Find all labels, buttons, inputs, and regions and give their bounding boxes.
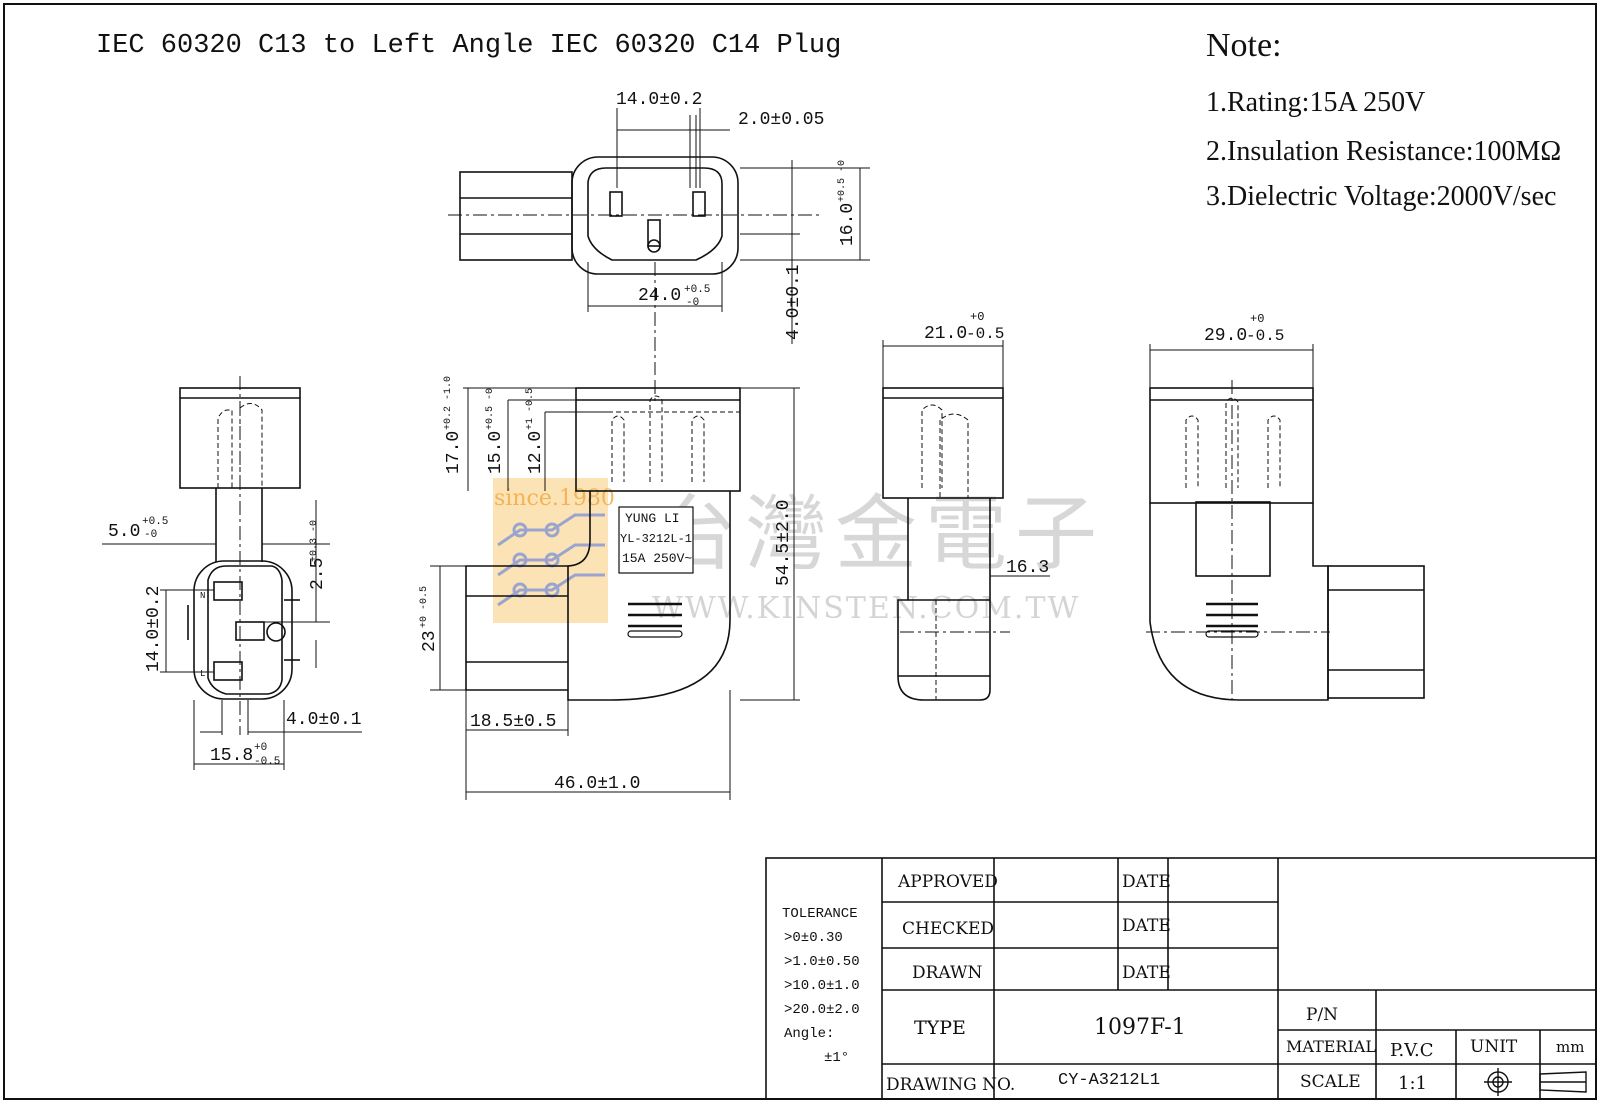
- dim-tol: +0: [970, 310, 984, 324]
- dim-label: 4.0±0.1: [784, 264, 804, 340]
- dim-tol: +0.5 -0: [837, 160, 848, 202]
- drawing-no-label: DRAWING NO.: [886, 1075, 1015, 1095]
- dim-tol: +0.5: [684, 284, 710, 296]
- note-item: 1.Rating:15A 250V: [1206, 87, 1425, 118]
- dim-tol: -0: [686, 297, 699, 309]
- dim-14-0-left-group: 14.0±0.2: [144, 586, 164, 672]
- approved-label: APPROVED: [897, 872, 998, 892]
- note-item: 3.Dielectric Voltage:2000V/sec: [1206, 181, 1556, 212]
- dim-label: 12.0: [526, 431, 546, 474]
- pin-mark: L: [200, 669, 205, 679]
- dim-label: 21.0: [924, 324, 967, 344]
- dim-17-0-group: 17.0 +0.2 -1.0: [443, 376, 464, 474]
- dim-16-0-group: 16.0 +0.5 -0: [837, 160, 858, 246]
- dim-2-5-group: 2.5 +0.3 -0: [308, 520, 328, 590]
- drawing-title: IEC 60320 C13 to Left Angle IEC 60320 C1…: [96, 31, 841, 61]
- dim-tol: -0: [144, 529, 157, 541]
- title-block: [765, 857, 1597, 1100]
- left-view: [179, 376, 301, 735]
- dim-label: 54.5±2.0: [774, 500, 794, 586]
- dim-label: 14.0±0.2: [144, 586, 164, 672]
- dim-label: 46.0±1.0: [554, 774, 640, 794]
- dim-label: 15.8: [210, 746, 253, 766]
- date-label: DATE: [1122, 963, 1171, 983]
- dim-tol: -0.5: [966, 325, 1004, 343]
- dim-tol: -0.5: [1246, 327, 1284, 345]
- type-label: TYPE: [914, 1017, 966, 1039]
- dim-tol: -0.5: [254, 756, 280, 768]
- material-label: MATERIAL: [1286, 1037, 1376, 1056]
- tolerance-line: >20.0±2.0: [784, 1002, 860, 1018]
- dim-label: 24.0: [638, 286, 681, 306]
- rear-view-dims: [1149, 344, 1314, 388]
- unit-value: mm: [1556, 1038, 1584, 1056]
- dim-label: 17.0: [444, 431, 464, 474]
- tolerance-line: Angle:: [784, 1026, 834, 1042]
- pin-mark: N: [200, 591, 205, 601]
- watermark-chinese: 台灣金電子: [655, 487, 1105, 582]
- dim-15-0-group: 15.0 +0.5 -0: [485, 388, 506, 474]
- dim-label: 2.0±0.05: [738, 110, 824, 130]
- date-label: DATE: [1122, 916, 1171, 936]
- dim-label: 16.3: [1006, 558, 1049, 578]
- watermark-since: since.1980: [494, 486, 615, 511]
- side-view: [882, 387, 1010, 701]
- dim-label: 29.0: [1204, 326, 1247, 346]
- scale-label: SCALE: [1300, 1072, 1361, 1092]
- tolerance-line: ±1°: [824, 1050, 849, 1066]
- unit-label: UNIT: [1470, 1037, 1518, 1057]
- left-view-dims: [102, 500, 362, 770]
- dim-label: 23: [420, 630, 440, 652]
- dim-tol: +0.2 -1.0: [443, 376, 454, 430]
- notes-heading: Note:: [1206, 27, 1282, 64]
- scale-value: 1:1: [1398, 1073, 1427, 1094]
- tolerance-line: >1.0±0.50: [784, 954, 860, 970]
- top-view-dims: [587, 108, 870, 344]
- dim-tol: +0: [1250, 312, 1264, 326]
- dim-tol: +0 -0.5: [419, 586, 430, 628]
- material-value: P.V.C: [1390, 1040, 1434, 1061]
- dim-tol: +0.5: [142, 516, 168, 528]
- dim-12-0-group: 12.0 +1 -0.5: [525, 388, 546, 474]
- dim-label: 18.5±0.5: [470, 712, 556, 732]
- note-item: 2.Insulation Resistance:100MΩ: [1206, 136, 1561, 167]
- drawing-no-value: CY-A3212L1: [1058, 1071, 1160, 1090]
- tolerance-line: >0±0.30: [784, 930, 843, 946]
- notes: Note: 1.Rating:15A 250V 2.Insulation Res…: [1206, 27, 1561, 212]
- tolerance-heading: TOLERANCE: [782, 906, 858, 922]
- dim-tol: +0: [254, 742, 267, 754]
- type-value: 1097F-1: [1094, 1015, 1186, 1040]
- checked-label: CHECKED: [902, 919, 994, 939]
- date-label: DATE: [1122, 872, 1171, 892]
- watermark-url: WWW.KINSTEN.COM.TW: [652, 591, 1080, 626]
- tolerance-line: >10.0±1.0: [784, 978, 860, 994]
- rear-view: [1146, 380, 1425, 701]
- part-label: YL-3212L-1: [620, 532, 692, 546]
- drawn-label: DRAWN: [912, 963, 982, 983]
- dim-tol: +0.5 -0: [485, 388, 496, 430]
- dim-tol: +1 -0.5: [525, 388, 536, 430]
- watermark: since.1980 台灣金電子 WWW.KINSTEN.COM.TW: [493, 478, 1105, 626]
- dim-label: 4.0±0.1: [286, 710, 362, 730]
- dim-label: 15.0: [486, 431, 506, 474]
- projection-symbol-icon: [1484, 1068, 1587, 1096]
- dim-label: 2.5: [308, 558, 328, 590]
- dim-label: 16.0: [838, 203, 858, 246]
- dim-label: 14.0±0.2: [616, 90, 702, 110]
- part-label: 15A 250V~: [622, 551, 692, 566]
- pn-label: P/N: [1306, 1005, 1338, 1025]
- dim-54-5-group: 54.5±2.0: [774, 500, 794, 586]
- part-label: YUNG LI: [625, 511, 680, 526]
- dim-label: 5.0: [108, 522, 140, 542]
- dim-23-group: 23 +0 -0.5: [419, 586, 440, 652]
- top-view: [448, 156, 820, 375]
- dim-tol: +0.3 -0: [309, 520, 320, 562]
- front-view-dims: [430, 387, 800, 800]
- side-view-dims: [882, 340, 1050, 577]
- dim-4-0-v-group: 4.0±0.1: [784, 264, 804, 340]
